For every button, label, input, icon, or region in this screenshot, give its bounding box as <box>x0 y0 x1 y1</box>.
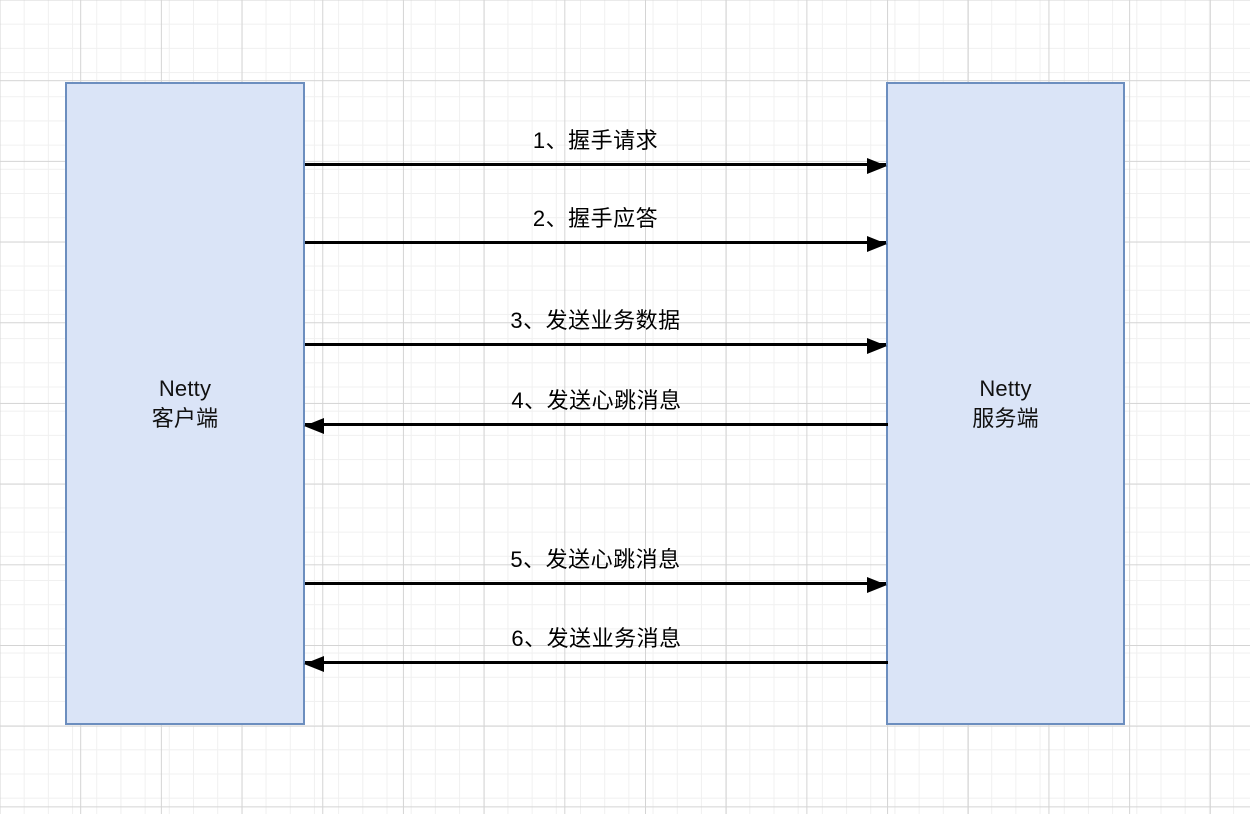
arrow-left-icon <box>304 655 324 672</box>
message-2-label: 2、握手应答 <box>532 206 659 231</box>
message-3-line <box>305 337 887 354</box>
arrow-right-icon <box>867 337 887 354</box>
arrow-left-icon <box>304 417 324 434</box>
arrow-right-icon <box>867 235 887 252</box>
participant-server-name-line2: 服务端 <box>972 405 1039 431</box>
message-6-label: 6、发送业务消息 <box>511 626 682 651</box>
message-6-line <box>304 655 888 672</box>
message-5-label: 5、发送心跳消息 <box>510 547 681 572</box>
arrow-right-icon <box>867 157 887 174</box>
message-5-line <box>305 576 887 593</box>
message-1-label: 1、握手请求 <box>532 128 659 153</box>
message-1-line <box>305 157 887 174</box>
message-3-label: 3、发送业务数据 <box>510 308 681 333</box>
arrow-right-icon <box>867 576 887 593</box>
participant-client-name-line2: 客户端 <box>151 405 219 431</box>
participant-server-name-line1: Netty <box>979 375 1032 401</box>
message-4-label: 4、发送心跳消息 <box>511 388 682 413</box>
message-4-line <box>304 417 888 434</box>
participant-box-client[interactable]: Netty 客户端 <box>65 82 305 725</box>
participant-client-name-line1: Netty <box>158 375 212 401</box>
message-2-line <box>305 235 887 252</box>
participant-box-server[interactable]: Netty 服务端 <box>886 82 1125 725</box>
